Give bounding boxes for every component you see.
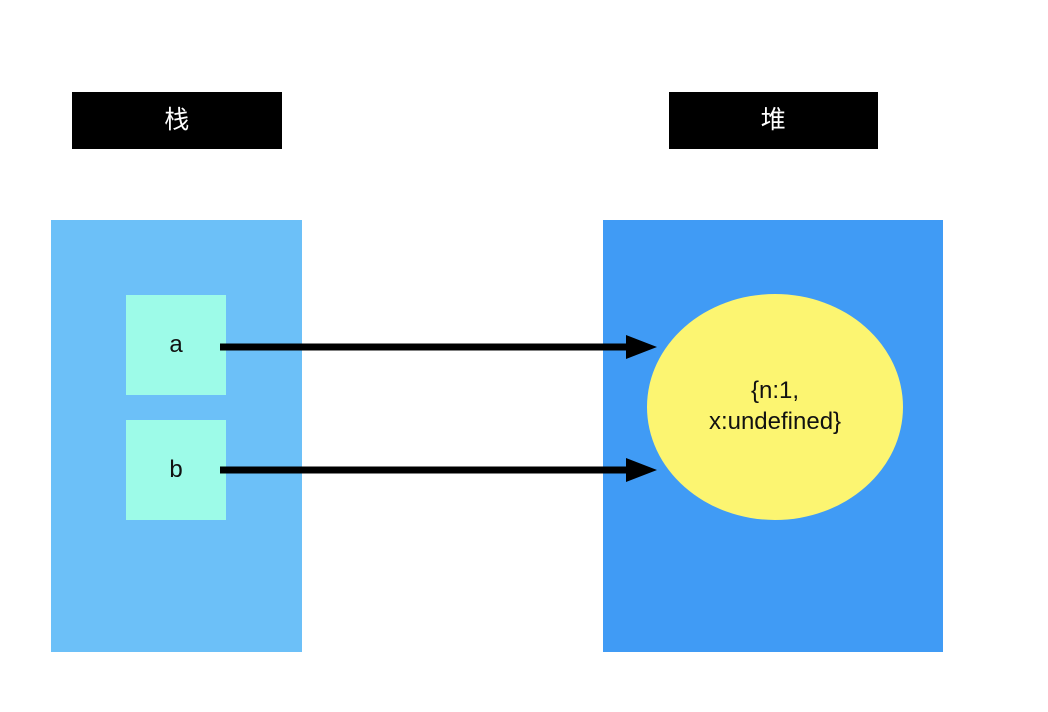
heap-object-line-2: x:undefined} <box>708 408 842 435</box>
stack-slot-a-label: a <box>169 331 183 358</box>
stack-title-label: 栈 <box>164 106 190 134</box>
stack-slot-b: b <box>126 420 226 520</box>
stack-slot-a: a <box>126 295 226 395</box>
reference-arrow-a-icon <box>220 335 657 359</box>
heap-object-line-1: {n:1, <box>750 377 800 405</box>
heap-title-plate: 堆 <box>669 92 878 149</box>
stack-title-plate: 栈 <box>72 92 282 149</box>
reference-arrow-b-icon <box>220 458 657 482</box>
heap-object-bubble: {n:1, x:undefined} <box>647 294 903 520</box>
heap-title-label: 堆 <box>760 106 787 134</box>
stack-slot-b-label: b <box>169 456 183 483</box>
